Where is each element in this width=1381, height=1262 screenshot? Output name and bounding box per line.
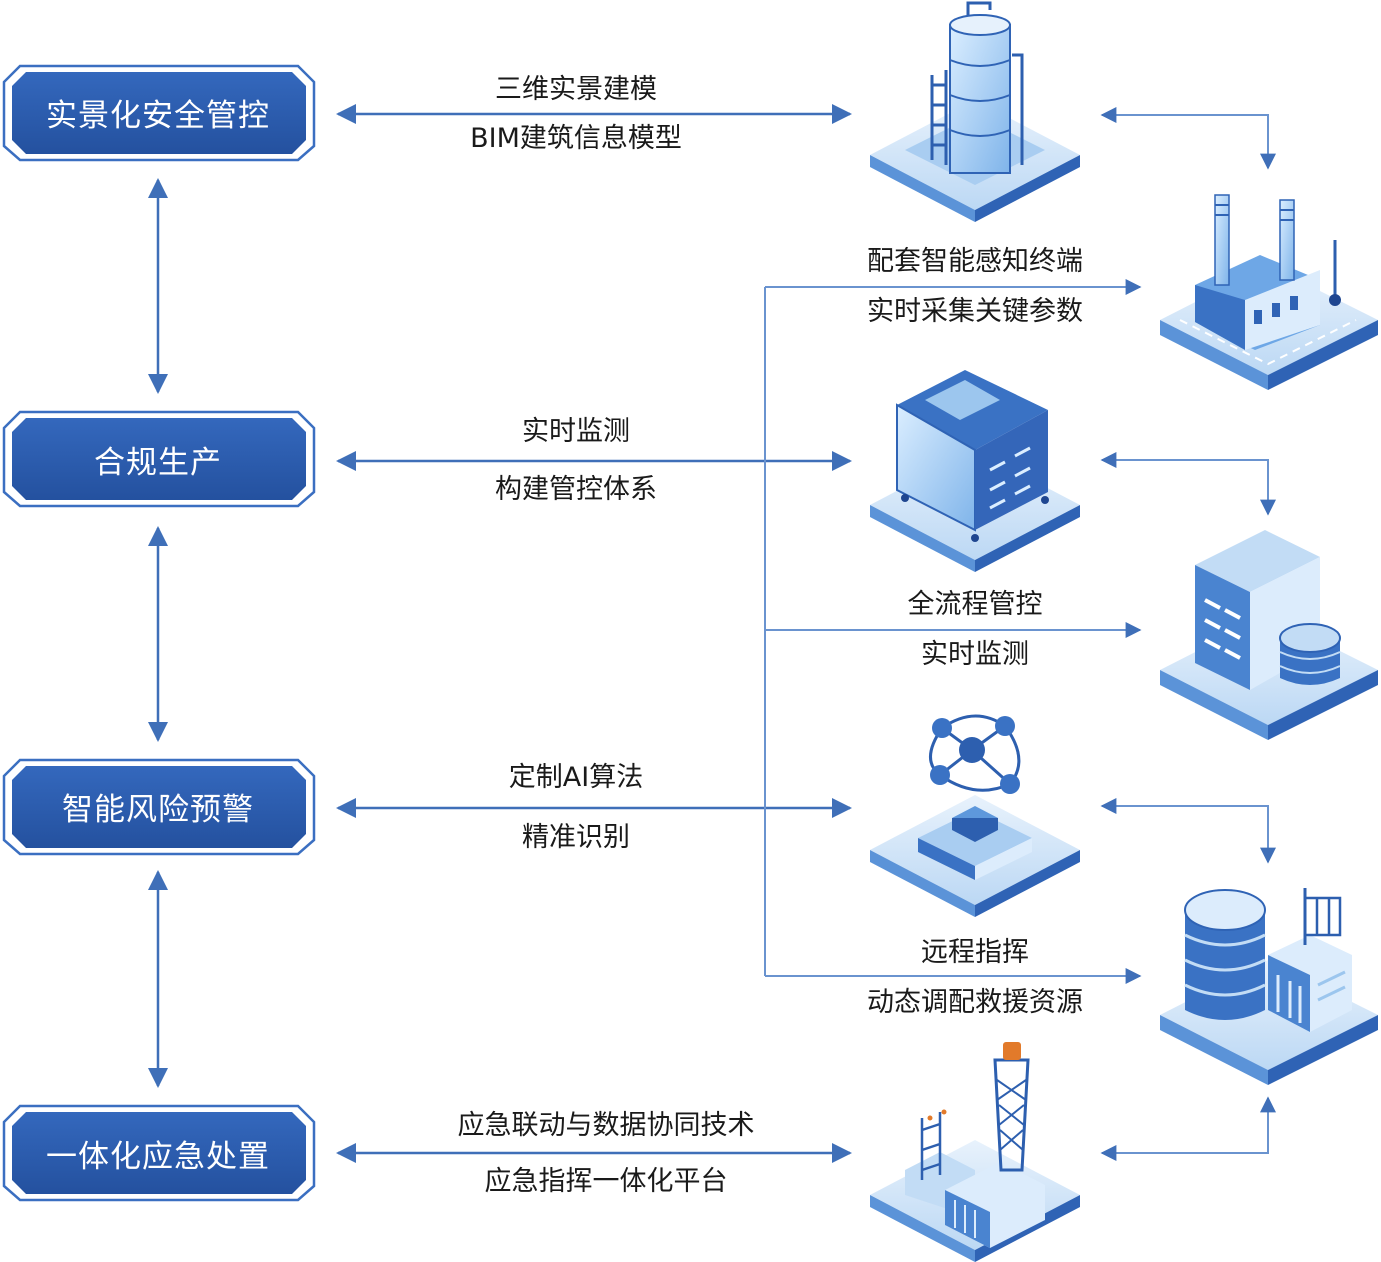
center-caption-1-line2: BIM建筑信息模型: [470, 123, 682, 154]
branch-caption-2-line2: 实时监测: [921, 639, 1029, 670]
server-cube-icon: [870, 370, 1080, 572]
elbow-arrow-4: [1100, 1096, 1276, 1161]
box-label-emergency-response: 一体化应急处置: [46, 1138, 270, 1175]
database-building-icon: [1160, 888, 1378, 1085]
left-box-4: [2, 1104, 316, 1202]
branch-caption-1-line2: 实时采集关键参数: [867, 296, 1083, 327]
box-label-risk-warning: 智能风险预警: [62, 791, 254, 828]
branch-caption-3-line2: 动态调配救援资源: [867, 987, 1083, 1018]
elbow-arrow-1: [1100, 107, 1276, 170]
left-box-2: [2, 410, 316, 508]
elbow-arrow-3: [1100, 798, 1276, 864]
branch-caption-1-line1: 配套智能感知终端: [867, 246, 1083, 277]
branch-caption-2-line1: 全流程管控: [907, 589, 1043, 620]
storage-tower-icon: [870, 1, 1080, 222]
center-caption-2-line2: 构建管控体系: [495, 474, 657, 505]
drilling-rig-icon: [870, 1042, 1080, 1262]
elbow-arrow-2: [1100, 452, 1276, 516]
center-caption-3-line1: 定制AI算法: [508, 762, 644, 793]
left-box-1: [2, 64, 316, 162]
center-caption-1-line1: 三维实景建模: [495, 74, 657, 105]
center-caption-2-line1: 实时监测: [522, 416, 630, 447]
center-caption-3-line2: 精准识别: [522, 822, 630, 853]
center-caption-4-line1: 应急联动与数据协同技术: [457, 1110, 755, 1141]
network-nodes-icon: [870, 714, 1080, 917]
center-caption-4-line2: 应急指挥一体化平台: [484, 1166, 728, 1197]
box-label-compliant-production: 合规生产: [94, 444, 222, 481]
office-building-icon: [1160, 530, 1378, 740]
box-label-safety-control: 实景化安全管控: [46, 97, 270, 134]
left-box-3: [2, 758, 316, 856]
factory-icon: [1160, 194, 1378, 390]
branch-caption-3-line1: 远程指挥: [921, 937, 1029, 968]
